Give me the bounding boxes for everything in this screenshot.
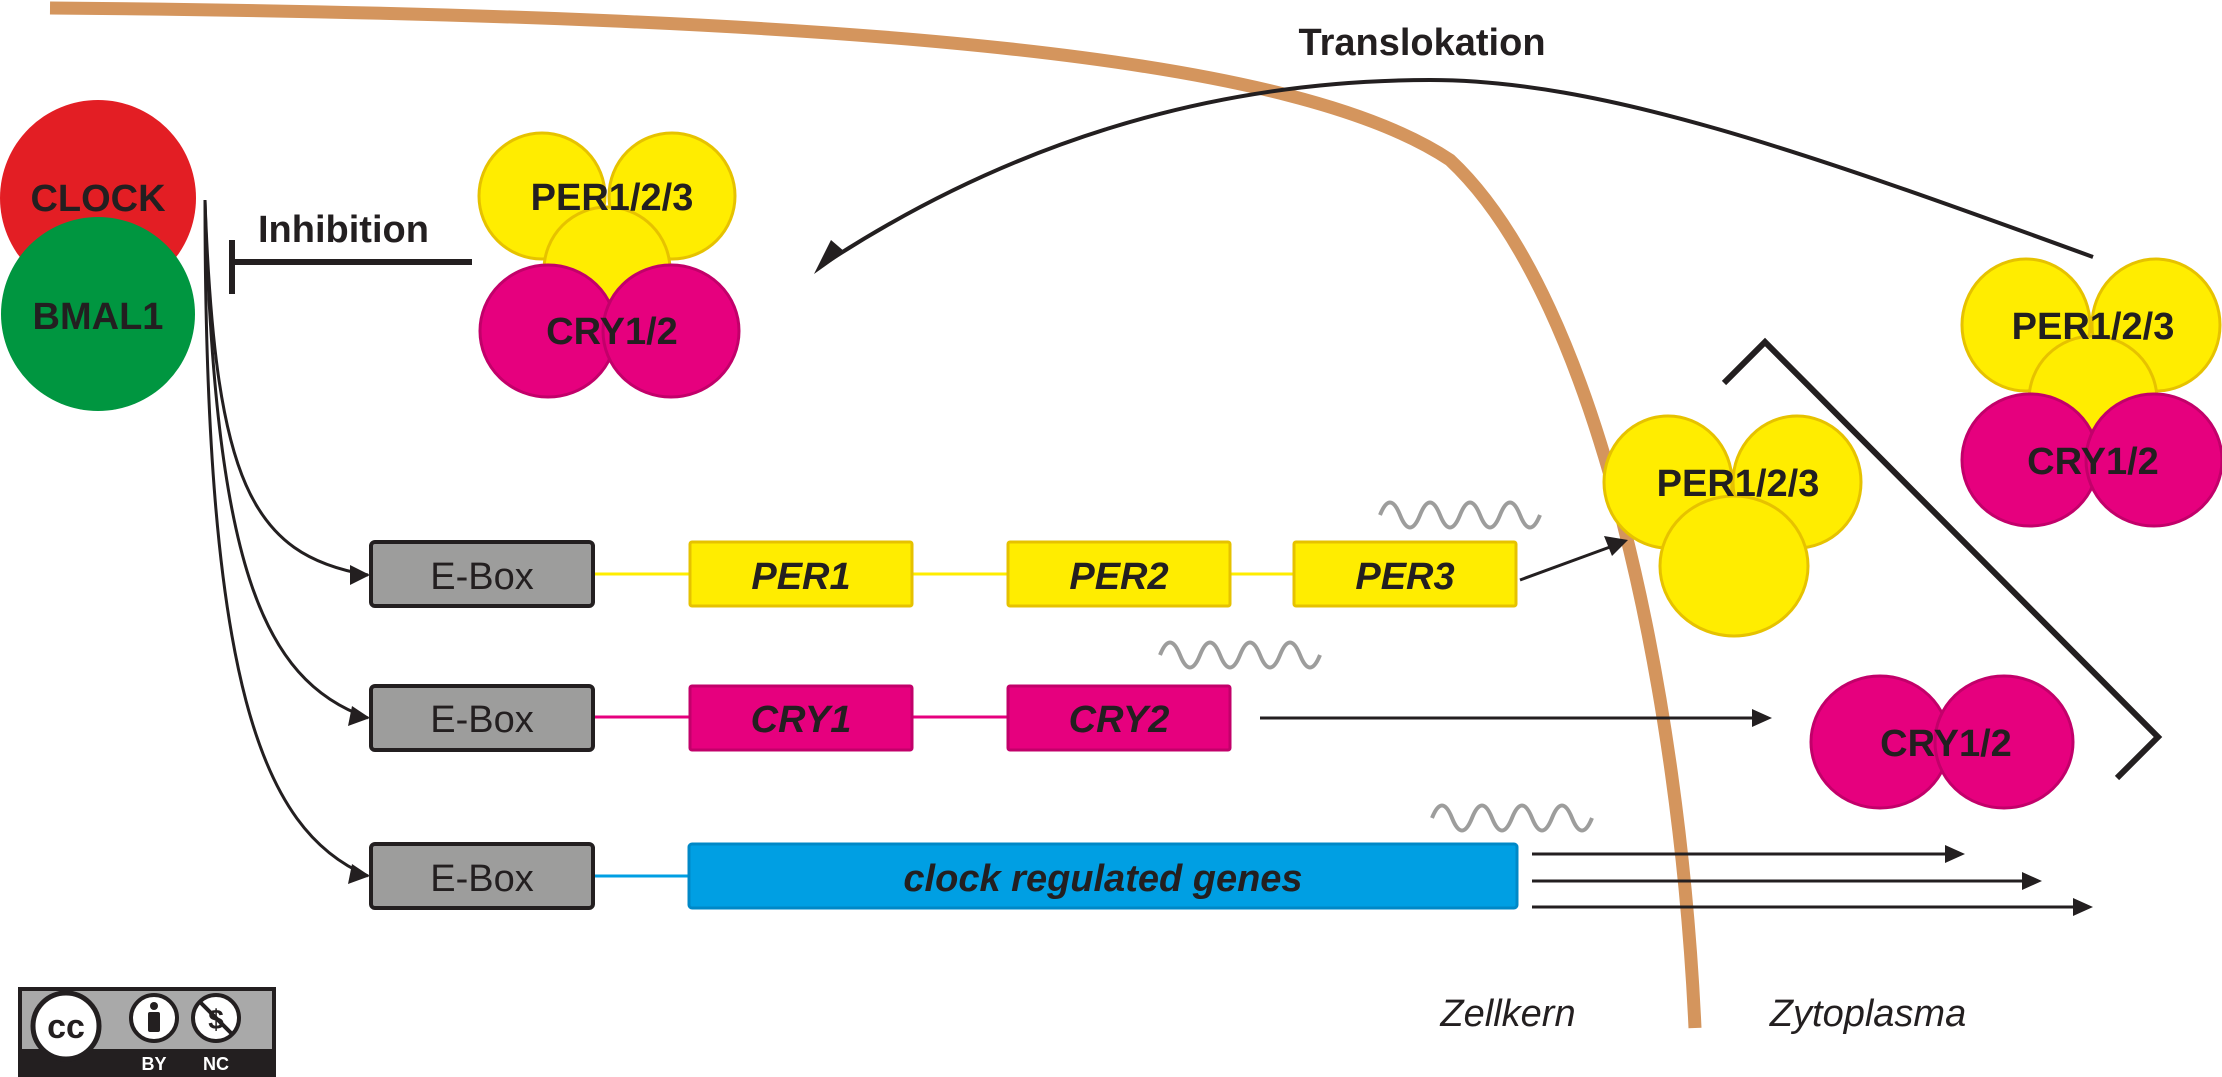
inhibition-label: Inhibition — [258, 209, 429, 251]
cyto-per-cry-complex: PER1/2/3 CRY1/2 — [1960, 257, 2222, 528]
license-by: BY — [141, 1054, 166, 1074]
cry-gene-row: E-Box CRY1 CRY2 — [369, 684, 1232, 752]
cc-license-badge: cc $ BY NC — [18, 987, 276, 1077]
nuclear-cry-label: CRY1/2 — [546, 311, 678, 353]
gene-cry2-label: CRY2 — [1069, 699, 1170, 741]
translocation-arrow — [828, 77, 2094, 262]
activation-arrowhead-per — [350, 565, 370, 585]
bmal1-label: BMAL1 — [33, 296, 164, 338]
mrna-waves — [1158, 500, 1594, 833]
ebox-ccg — [369, 842, 595, 910]
gene-per1 — [688, 540, 914, 608]
ebox-per — [369, 540, 595, 608]
gene-per1-label: PER1 — [751, 556, 850, 598]
nuclear-per-label: PER1/2/3 — [531, 177, 694, 219]
complex-formation-bracket — [1721, 337, 2163, 781]
activation-arrowhead-cry — [348, 706, 370, 726]
ebox-cry — [369, 684, 595, 752]
new-cry-label: CRY1/2 — [1880, 723, 2012, 765]
mrna-cry-wave — [1158, 640, 1322, 670]
cyto-per-label: PER1/2/3 — [2012, 306, 2175, 348]
nuclear-membrane — [49, 1, 1702, 1029]
gene-per3 — [1292, 540, 1518, 608]
bmal1-protein — [1, 217, 195, 411]
mrna-per-wave — [1378, 500, 1542, 530]
inhibition-symbol — [229, 240, 472, 294]
cytoplasm-label: Zytoplasma — [1769, 993, 1966, 1035]
new-per-complex: PER1/2/3 — [1602, 414, 1863, 638]
gene-cry1-label: CRY1 — [751, 699, 852, 741]
cc-logo-text: cc — [47, 1008, 85, 1046]
gene-per2 — [1006, 540, 1232, 608]
gene-cry2 — [1006, 684, 1232, 752]
mrna-ccg-wave — [1430, 803, 1594, 833]
translation-arrows — [1260, 545, 2075, 909]
activation-arrows — [203, 199, 369, 878]
per-gene-row: E-Box PER1 PER2 PER3 — [369, 540, 1518, 608]
nucleus-label: Zellkern — [1439, 993, 1575, 1035]
activation-arrowhead-ccg — [348, 864, 370, 884]
gene-ccg — [687, 842, 1519, 910]
gene-per3-label: PER3 — [1355, 556, 1454, 598]
ebox-ccg-label: E-Box — [430, 858, 533, 900]
ccg-gene-row: E-Box clock regulated genes — [369, 842, 1519, 910]
gene-per2-label: PER2 — [1069, 556, 1168, 598]
ebox-per-label: E-Box — [430, 556, 533, 598]
translocation-label: Translokation — [1298, 22, 1545, 64]
new-cry-complex: CRY1/2 — [1809, 674, 2075, 810]
clock-label: CLOCK — [30, 178, 166, 220]
gene-ccg-label: clock regulated genes — [903, 858, 1302, 900]
gene-cry1 — [688, 684, 914, 752]
translation-arrowheads — [1604, 536, 2093, 916]
cc-logo-icon — [30, 990, 102, 1062]
new-per-label: PER1/2/3 — [1657, 463, 1820, 505]
license-nc: NC — [203, 1054, 229, 1074]
cyto-cry-label: CRY1/2 — [2027, 441, 2159, 483]
translocation-arrowhead — [814, 240, 845, 274]
ebox-cry-label: E-Box — [430, 699, 533, 741]
nuclear-per-cry-complex: PER1/2/3 CRY1/2 — [477, 131, 741, 399]
